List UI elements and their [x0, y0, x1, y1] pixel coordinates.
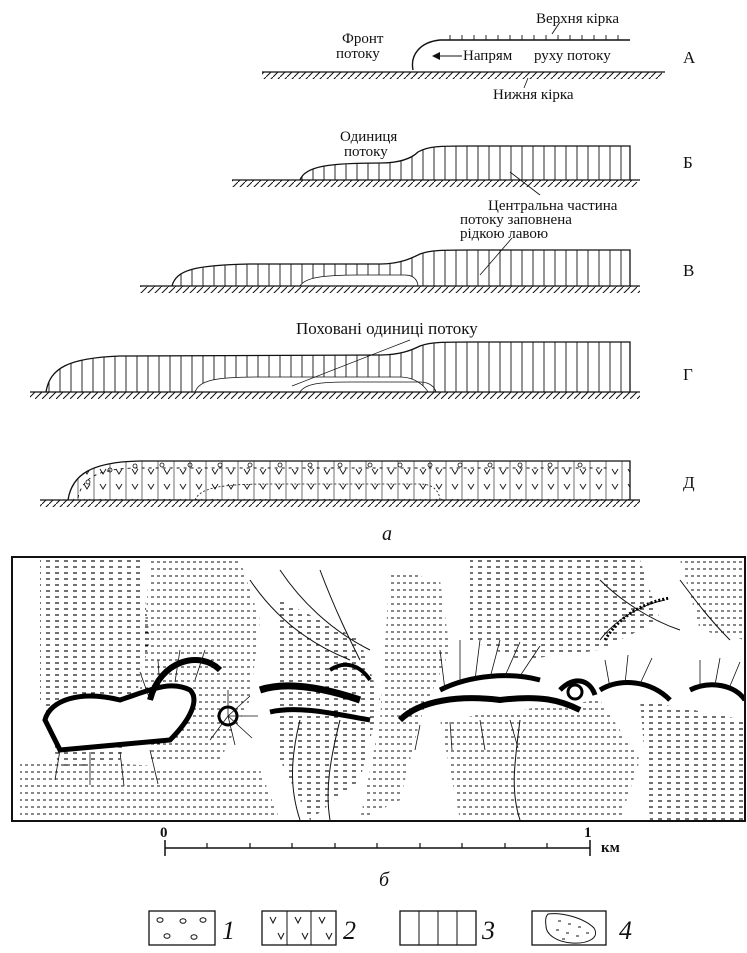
profile-b: Одиниця потоку Центральна частина потоку…	[232, 129, 693, 242]
legend-item-3: 3	[400, 911, 495, 945]
profile-v: В	[140, 238, 694, 293]
legend-num-1: 1	[222, 916, 235, 945]
center-label-3: рідкою лавою	[460, 226, 548, 242]
legend-item-1: 1	[149, 911, 235, 945]
profile-letter-v: В	[683, 261, 694, 280]
direction-label-b: руху потоку	[534, 48, 611, 64]
caption-b: б	[379, 869, 390, 891]
profile-letter-b: Б	[683, 153, 693, 172]
profile-a: Верхня кірка Фронт потоку Напрям руху по…	[262, 11, 696, 103]
scale-bar: 0 1 км	[160, 825, 620, 856]
profile-letter-d: Д	[683, 473, 695, 492]
legend: 1 2 3 4	[149, 911, 632, 945]
top-crust-label: Верхня кірка	[536, 11, 619, 27]
direction-label-a: Напрям	[463, 48, 513, 64]
legend-item-4: 4	[532, 911, 632, 945]
scale-start: 0	[160, 825, 168, 841]
flow-unit-label-1: Одиниця	[340, 129, 397, 145]
front-label-2: потоку	[336, 46, 380, 62]
caption-a: а	[382, 523, 392, 545]
flow-unit-label-2: потоку	[344, 144, 388, 160]
buried-units-label: Поховані одиниці потоку	[296, 319, 478, 338]
profile-letter-g: Г	[683, 365, 693, 384]
profile-d: Д	[40, 461, 695, 507]
legend-num-4: 4	[619, 916, 632, 945]
legend-item-2: 2	[262, 911, 356, 945]
front-label-1: Фронт	[342, 31, 384, 47]
legend-num-2: 2	[343, 916, 356, 945]
profile-letter-a: А	[683, 48, 696, 67]
lava-map	[12, 557, 745, 821]
scale-end: 1	[584, 825, 592, 841]
profile-g: Поховані одиниці потоку Г	[30, 319, 693, 399]
bottom-crust-label: Нижня кірка	[493, 87, 574, 103]
scale-unit: км	[601, 840, 620, 856]
legend-num-3: 3	[481, 916, 495, 945]
